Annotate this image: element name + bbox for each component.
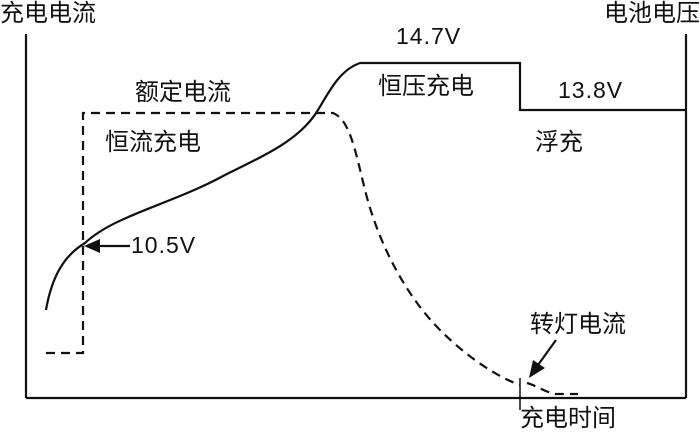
current-axis-label: 充电电流 [0,0,96,27]
float-voltage-label: 13.8V [558,77,624,103]
rated-current-label: 额定电流 [135,78,231,106]
constant-voltage-label: 恒压充电 [378,72,474,100]
arrow-switch-current-line [537,339,557,366]
time-axis-label: 充电时间 [520,404,616,432]
arrow-10-5v-head [84,239,100,253]
current-curve [46,111,578,396]
voltage-curve [44,61,686,311]
switch-current-label: 转灯电流 [530,310,626,338]
float-charge-label: 浮充 [535,128,583,156]
voltage-axis-label: 电池电压 [604,0,700,27]
arrow-switch-current-head [529,360,545,378]
start-voltage-label: 10.5V [131,232,197,258]
constant-current-label: 恒流充电 [105,128,201,156]
cv-voltage-label: 14.7V [396,23,462,49]
